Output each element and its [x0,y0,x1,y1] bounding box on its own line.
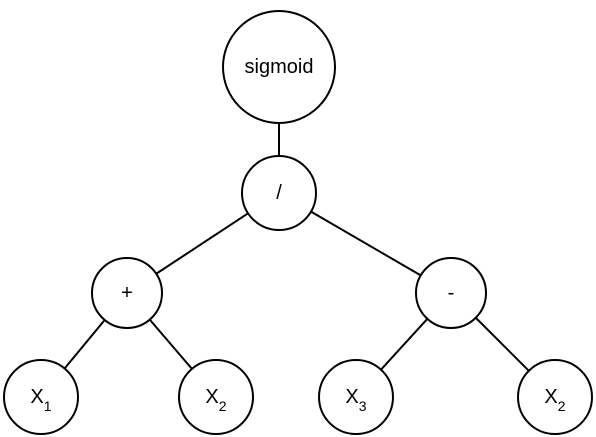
node-plus: + [91,257,163,329]
edge-div-plus [155,212,249,275]
node-x1: X1 [3,359,79,435]
node-x2-left-label: X2 [205,386,226,414]
edge-div-minus [310,210,422,277]
node-x3: X3 [318,359,394,435]
node-x3-sub: 3 [359,398,367,414]
tree-edges [63,123,530,372]
node-x1-var: X [30,386,43,408]
node-x1-label: X1 [30,386,51,414]
edge-plus-x2a [148,318,193,370]
node-x2-right-sub: 2 [558,398,566,414]
node-divide: / [241,155,317,231]
node-x3-var: X [345,386,358,408]
node-divide-label: / [276,182,282,204]
node-x2-right-label: X2 [544,386,565,414]
node-sigmoid: sigmoid [222,10,336,124]
node-x2-left-var: X [205,386,218,408]
node-x2-left-sub: 2 [219,398,227,414]
edge-minus-x2b [475,317,530,372]
node-x3-label: X3 [345,386,366,414]
node-x2-right-var: X [544,386,557,408]
node-minus: - [415,257,487,329]
node-x1-sub: 1 [44,398,52,414]
node-minus-label: - [448,282,455,304]
node-plus-label: + [121,282,133,304]
edge-plus-x1 [63,319,106,370]
edge-minus-x3 [380,318,429,371]
node-x2-left: X2 [178,359,254,435]
node-sigmoid-label: sigmoid [245,56,314,78]
node-x2-right: X2 [517,359,593,435]
